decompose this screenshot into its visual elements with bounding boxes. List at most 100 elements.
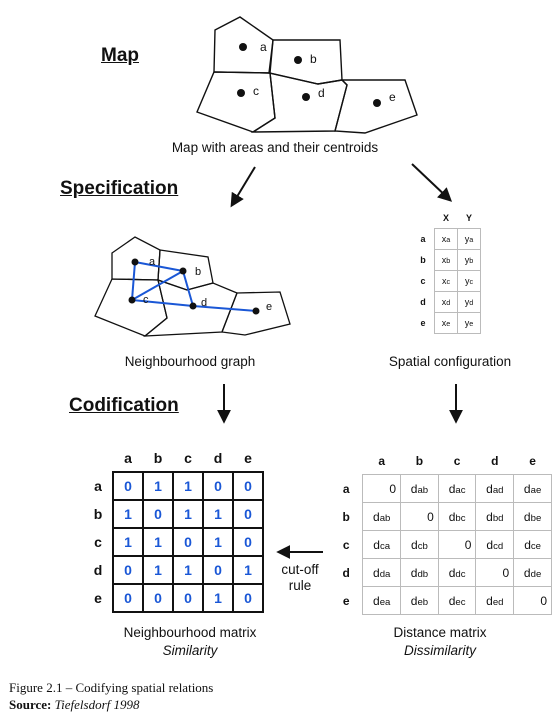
caption-map: Map with areas and their centroids xyxy=(171,140,379,155)
sc-header-y: Y xyxy=(465,213,472,223)
sc-row-label: b xyxy=(420,255,426,265)
dm-col-header: c xyxy=(453,453,461,468)
table-row: c dca dcb 0 dcd dce xyxy=(330,530,552,559)
sc-cell: yd xyxy=(457,291,481,313)
sc-cell: xd xyxy=(434,291,458,313)
sc-cell: yb xyxy=(457,249,481,271)
nm-col-header: e xyxy=(244,450,252,466)
nm-cell: 0 xyxy=(142,583,174,613)
table-row: a 0 dab dac dad dae xyxy=(330,474,552,503)
sc-cell: xa xyxy=(434,228,458,250)
graph-edges xyxy=(131,261,257,312)
dm-row-label: a xyxy=(342,481,350,496)
table-row: d 0 1 1 0 1 xyxy=(84,555,264,585)
table-row: a 0 1 1 0 0 xyxy=(84,471,264,501)
source-label: Source: xyxy=(9,697,52,712)
area-label-a: a xyxy=(260,40,267,54)
sc-cell: xb xyxy=(434,249,458,271)
nm-cell: 1 xyxy=(202,583,234,613)
table-row: d dda ddb ddc 0 dde xyxy=(330,558,552,587)
nm-cell: 1 xyxy=(142,527,174,557)
sc-row-label: d xyxy=(420,297,426,307)
nm-cell: 0 xyxy=(232,471,264,501)
sc-cell: yc xyxy=(457,270,481,292)
caption-graph: Neighbourhood graph xyxy=(124,354,256,369)
dm-cell: dab xyxy=(362,502,402,531)
nm-cell: 1 xyxy=(142,471,174,501)
dm-cell: dac xyxy=(437,474,477,503)
sc-row-label: e xyxy=(420,318,426,328)
dm-cell: dbd xyxy=(475,502,515,531)
table-row: c xc yc xyxy=(412,270,481,292)
nm-cell: 1 xyxy=(202,527,234,557)
sc-row-label: a xyxy=(420,234,426,244)
sc-row-label: c xyxy=(420,276,426,286)
dm-cell: 0 xyxy=(362,474,402,503)
table-row: b xb yb xyxy=(412,249,481,271)
nm-cell: 0 xyxy=(232,527,264,557)
area-label-e: e xyxy=(389,90,396,104)
dm-cell: dcb xyxy=(400,530,439,559)
caption-spatial: Spatial configuration xyxy=(388,354,512,369)
heading-codification: Codification xyxy=(69,395,179,416)
cutoff-line2: rule xyxy=(288,578,312,593)
graph-label-c: c xyxy=(143,294,149,306)
nm-cell: 0 xyxy=(142,499,174,529)
graph-label-a: a xyxy=(149,256,156,268)
dm-col-header: d xyxy=(491,453,499,468)
caption-dissimilarity: Dissimilarity xyxy=(404,643,476,658)
nm-col-header: b xyxy=(153,450,163,466)
nm-cell: 0 xyxy=(232,499,264,529)
nm-cell: 1 xyxy=(112,499,144,529)
nm-cell: 1 xyxy=(112,527,144,557)
dm-cell: dde xyxy=(513,558,552,587)
area-map: a b c d e xyxy=(196,16,418,134)
dm-cell: dae xyxy=(513,474,552,503)
nm-row-label: e xyxy=(94,590,102,606)
dm-cell: dcd xyxy=(475,530,515,559)
nm-cell: 0 xyxy=(112,583,144,613)
dm-cell: dec xyxy=(437,586,477,615)
sc-cell: ya xyxy=(457,228,481,250)
nm-cell: 1 xyxy=(172,499,204,529)
nm-cell: 1 xyxy=(142,555,174,585)
nm-cell: 0 xyxy=(202,555,234,585)
sc-cell: xc xyxy=(434,270,458,292)
dm-cell: dbc xyxy=(437,502,477,531)
dm-cell: ded xyxy=(475,586,515,615)
table-row: c 1 1 0 1 0 xyxy=(84,527,264,557)
heading-map: Map xyxy=(101,45,139,66)
caption-neighbourhood-matrix: Neighbourhood matrix xyxy=(123,625,257,640)
table-row: e dea deb dec ded 0 xyxy=(330,586,552,615)
table-row: a xa ya xyxy=(412,228,481,250)
graph-map xyxy=(94,236,291,337)
sc-header-x: X xyxy=(442,213,449,223)
source-text: Tiefelsdorf 1998 xyxy=(54,697,140,712)
neighbourhood-matrix-table: a b c d e a 0 1 1 0 0 b 1 0 1 1 0 c 1 1 … xyxy=(84,445,264,613)
sc-cell: xe xyxy=(434,312,458,334)
dm-cell: dad xyxy=(475,474,515,503)
dm-cell: dce xyxy=(513,530,552,559)
dm-cell: 0 xyxy=(437,530,477,559)
dm-row-label: d xyxy=(342,565,350,580)
nm-col-header: a xyxy=(124,450,132,466)
heading-specification: Specification xyxy=(60,178,179,199)
nm-row-label: a xyxy=(94,478,102,494)
nm-row-label: d xyxy=(93,562,103,578)
graph-label-e: e xyxy=(266,301,272,313)
dm-col-header: a xyxy=(378,453,386,468)
dm-cell: ddc xyxy=(437,558,477,587)
nm-cell: 0 xyxy=(112,471,144,501)
dm-cell: 0 xyxy=(513,586,552,615)
sc-cell: ye xyxy=(457,312,481,334)
nm-cell: 0 xyxy=(202,471,234,501)
distance-matrix-table: a b c d e a 0 dab dac dad dae b dab 0 db… xyxy=(330,447,552,615)
arrow-to-graph xyxy=(230,166,256,208)
table-row: d xd yd xyxy=(412,291,481,313)
arrow-to-spatial xyxy=(411,163,453,202)
nm-row-label: b xyxy=(93,506,103,522)
dm-row-label: b xyxy=(342,509,350,524)
dm-cell: dca xyxy=(362,530,402,559)
figure-caption: Figure 2.1 – Codifying spatial relations xyxy=(9,680,214,695)
